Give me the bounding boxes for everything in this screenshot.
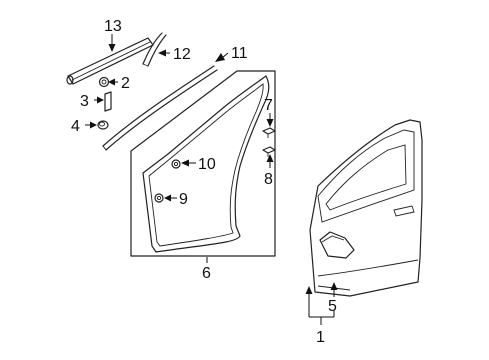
part-3-bracket <box>104 91 112 112</box>
part-11-weatherstrip <box>102 65 218 151</box>
part-8-bolt <box>262 146 276 157</box>
part-6-door-seal-panel <box>130 70 276 257</box>
callout-leaders <box>85 34 338 325</box>
callout-3: 3 <box>80 93 89 110</box>
callout-1: 1 <box>316 329 325 346</box>
callout-6: 6 <box>202 265 211 282</box>
callout-12: 12 <box>173 46 191 63</box>
part-1-front-door <box>309 119 423 297</box>
callout-8: 8 <box>264 171 273 188</box>
callout-9: 9 <box>179 191 188 208</box>
callout-10: 10 <box>198 156 216 173</box>
part-7-bolt <box>262 127 276 138</box>
callout-5: 5 <box>328 298 337 315</box>
part-12-molding <box>142 32 167 67</box>
callout-4: 4 <box>71 118 80 135</box>
callout-13: 13 <box>104 18 122 35</box>
callout-2: 2 <box>121 75 130 92</box>
callout-11: 11 <box>231 45 248 62</box>
part-4-plug <box>97 120 109 130</box>
part-9-clip <box>154 193 164 203</box>
part-10-clip <box>171 159 181 169</box>
part-2-clip <box>98 76 110 88</box>
callout-7: 7 <box>264 97 273 114</box>
callout-labels: 13 12 11 2 3 4 7 10 8 9 6 5 1 <box>71 18 337 346</box>
